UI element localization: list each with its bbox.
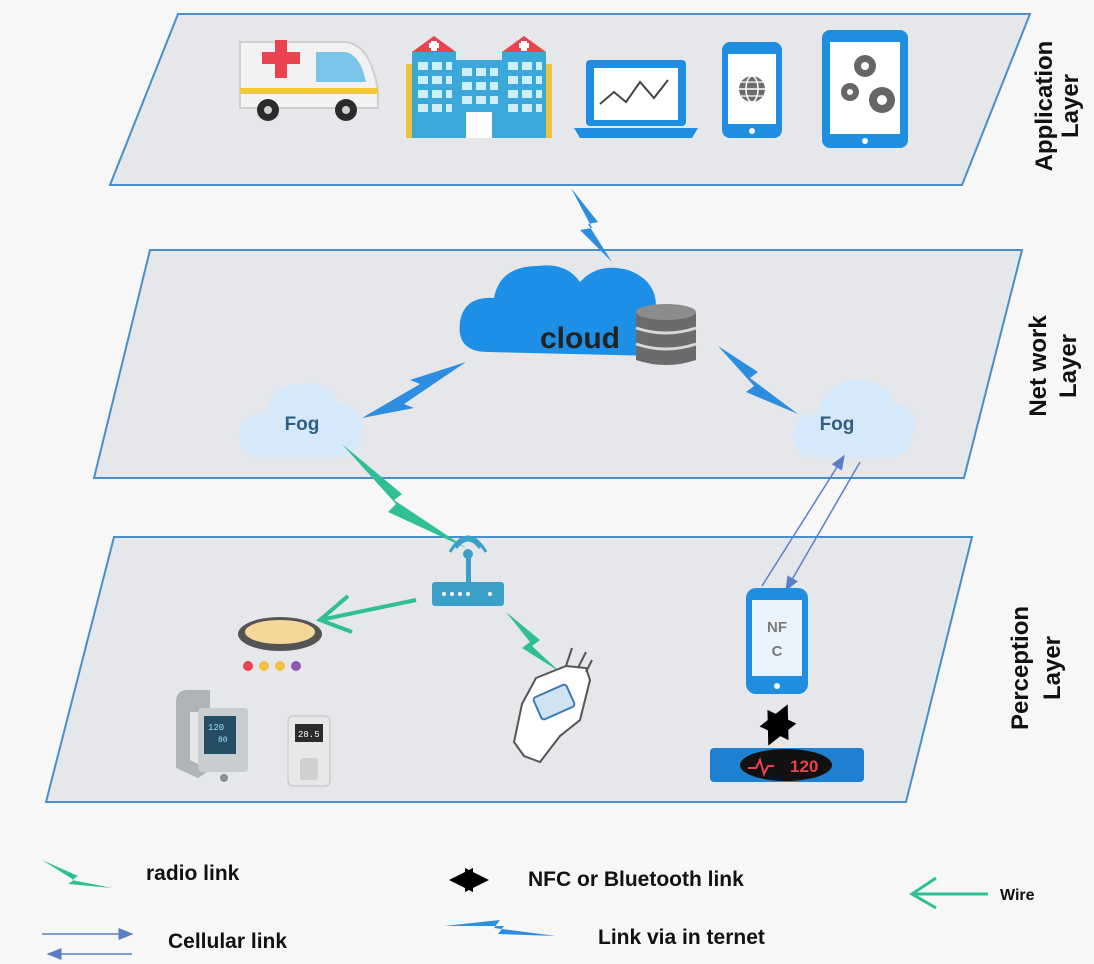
radio-link-fog-router bbox=[342, 444, 466, 548]
radio-link-router-glove bbox=[506, 612, 560, 672]
layer-label-line-1: Application bbox=[1031, 41, 1058, 172]
legend: radio link NFC or Bluetooth link Wire Ce… bbox=[42, 860, 1035, 960]
laptop-chart-icon bbox=[574, 60, 698, 138]
fog-left-node: Fog bbox=[239, 383, 363, 458]
nfc-phone-icon: NF C bbox=[746, 588, 808, 694]
svg-text:80: 80 bbox=[218, 736, 228, 745]
svg-text:28.5: 28.5 bbox=[298, 730, 320, 740]
legend-nfc-bluetooth-label: NFC or Bluetooth link bbox=[528, 868, 744, 891]
fog-right-label: Fog bbox=[820, 414, 855, 435]
legend-cellular-link-label: Cellular link bbox=[168, 930, 287, 953]
perception-layer-plane bbox=[44, 536, 974, 803]
legend-wire-icon bbox=[909, 876, 988, 910]
perception-layer-label: Perception Layer bbox=[1007, 606, 1066, 730]
nfc-link-phone-band bbox=[759, 704, 797, 746]
cellular-link-down bbox=[785, 461, 861, 592]
layer-label-line-5: Perception bbox=[1007, 606, 1034, 730]
legend-internet-link-label: Link via in ternet bbox=[598, 926, 765, 949]
heart-rate-band-icon: 120 bbox=[710, 748, 864, 782]
fog-left-label: Fog bbox=[285, 414, 320, 435]
svg-text:120: 120 bbox=[208, 723, 224, 733]
layer-label-line-6: Layer bbox=[1039, 636, 1066, 700]
layer-label-line-3: Net work bbox=[1025, 315, 1052, 417]
internet-link-cloud-fogright bbox=[718, 346, 798, 414]
cellular-link-up bbox=[761, 454, 845, 587]
legend-wire-label: Wire bbox=[1000, 887, 1035, 904]
layer-label-line-2: Layer bbox=[1057, 74, 1084, 138]
legend-radio-link-icon bbox=[42, 860, 112, 888]
legend-cellular-link-icon bbox=[42, 928, 134, 960]
pulse-oximeter-icon: 28.5 bbox=[287, 715, 331, 787]
phone-label-line2: C bbox=[772, 643, 783, 660]
cloud-database-icon: cloud bbox=[459, 265, 697, 365]
ceiling-lamp-icon bbox=[238, 617, 322, 671]
ambulance-icon bbox=[239, 40, 379, 121]
legend-internet-link-icon bbox=[444, 920, 556, 936]
network-layer-label: Net work Layer bbox=[1025, 315, 1082, 417]
router-icon bbox=[432, 535, 504, 606]
phone-globe-icon bbox=[722, 42, 782, 138]
blood-pressure-monitor-icon: 120 80 bbox=[176, 690, 248, 782]
hospital-icon bbox=[406, 36, 552, 138]
internet-link-fogleft-cloud bbox=[362, 362, 466, 418]
layer-label-line-4: Layer bbox=[1055, 334, 1082, 398]
application-layer-label: Application Layer bbox=[1031, 41, 1084, 172]
smart-glove-icon bbox=[512, 647, 593, 764]
legend-radio-link-label: radio link bbox=[146, 862, 240, 885]
wire-link-router-lamp bbox=[316, 594, 417, 634]
internet-link-app-cloud bbox=[571, 188, 612, 262]
band-reading: 120 bbox=[790, 757, 818, 776]
cloud-label: cloud bbox=[540, 322, 620, 355]
tablet-gears-icon bbox=[822, 30, 908, 148]
phone-label-line1: NF bbox=[767, 619, 787, 636]
database-icon bbox=[635, 304, 697, 365]
fog-right-node: Fog bbox=[793, 379, 915, 458]
